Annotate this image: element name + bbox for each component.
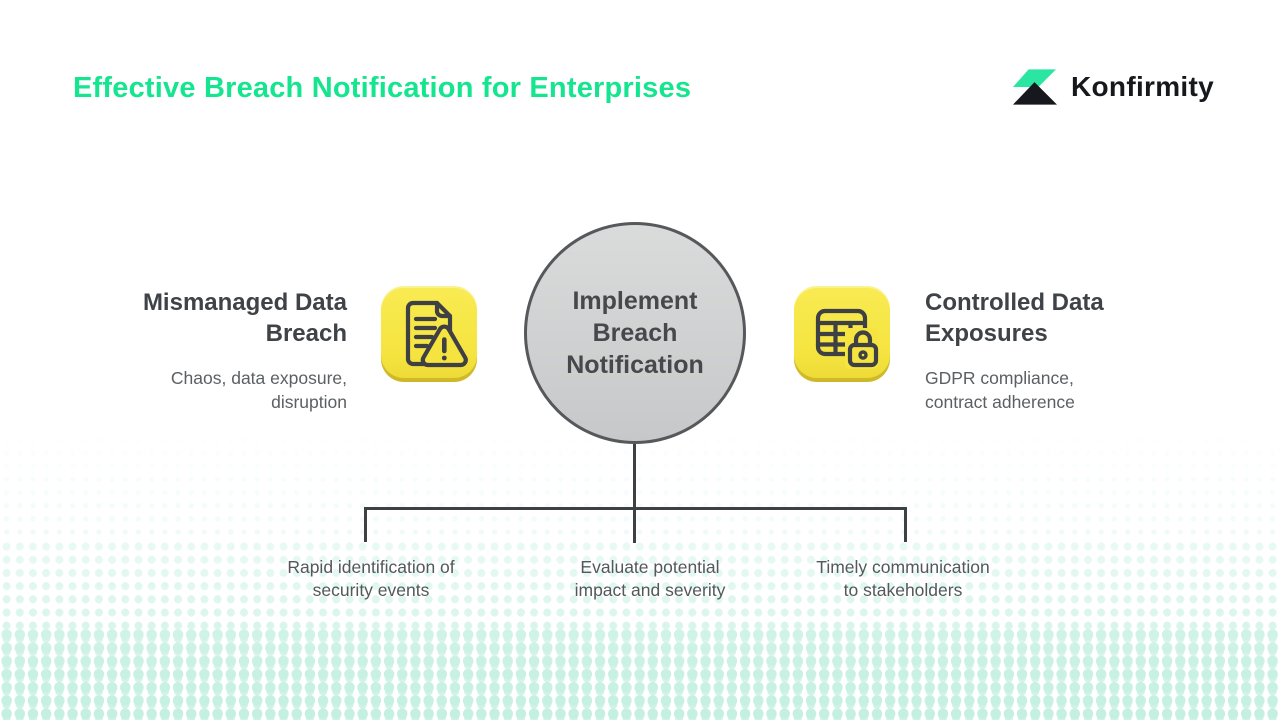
right-item-subtitle: GDPR compliance, contract adherence (925, 368, 1075, 412)
left-item-title: Mismanaged Data Breach (142, 289, 347, 347)
left-item-subtitle: Chaos, data exposure, disruption (170, 368, 347, 412)
table-lock-icon (815, 308, 879, 369)
central-node: Implement Breach Notification (524, 222, 746, 444)
document-warning-icon (405, 300, 468, 368)
brand-logo: Konfirmity (1011, 67, 1214, 107)
connector-stub-right (904, 507, 907, 542)
central-node-label: Implement Breach Notification (566, 287, 704, 379)
left-icon-tile (381, 286, 477, 382)
brand-name: Konfirmity (1071, 71, 1214, 102)
page-title: Effective Breach Notification for Enterp… (73, 72, 692, 104)
connector-stub-left (364, 507, 367, 542)
right-icon-tile (794, 286, 890, 382)
connector-vertical-main (633, 444, 636, 543)
connector-horizontal (364, 507, 907, 510)
halftone-dots-large (0, 628, 1280, 720)
step-label-1: Rapid identification of security events (287, 557, 455, 600)
konfirmity-mark-icon (1012, 69, 1058, 105)
right-item-title: Controlled Data Exposures (925, 289, 1104, 347)
step-label-3: Timely communication to stakeholders (816, 557, 990, 600)
step-label-2: Evaluate potential impact and severity (574, 557, 726, 600)
